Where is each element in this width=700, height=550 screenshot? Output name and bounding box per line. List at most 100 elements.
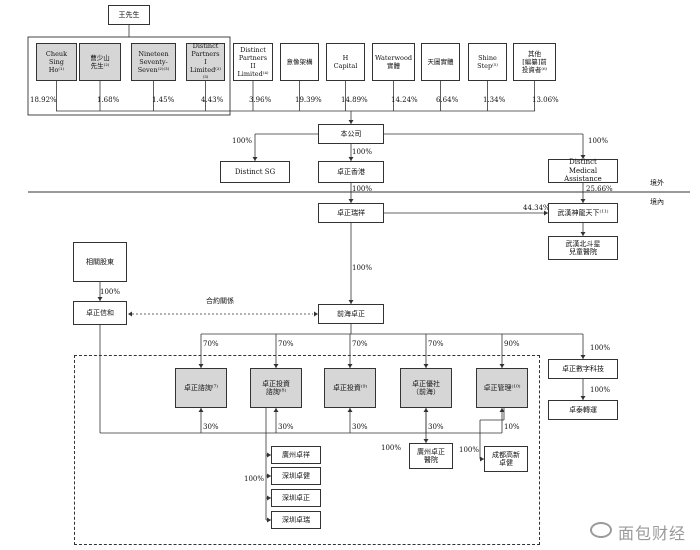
node-shareholder-other-preipo: 其他 [編纂]前 投資者⁽⁶⁾: [513, 43, 556, 81]
label-overseas: 境外: [650, 179, 664, 187]
pct-sh-h-capital: 14.89%: [341, 96, 368, 104]
pct-company-to-distinct-sg: 100%: [232, 137, 253, 145]
pct-hk-to-ruixiang: 100%: [352, 185, 373, 193]
arrowhead-32: [97, 297, 103, 301]
arrowhead-52: [198, 408, 204, 412]
arrowhead-49: [580, 396, 586, 400]
node-zhuozheng-youshe: 卓正優社 （前海）: [400, 368, 452, 408]
node-shareholder-cheuk-sing-ho: Cheuk Sing Ho⁽¹⁾: [36, 43, 77, 81]
node-shareholder-tiantu: 天圖實體: [421, 43, 460, 81]
arrowhead-26: [544, 210, 548, 216]
node-shareholder-nineteen-seventy-seven: Nineteen Seventy-Seven⁽²⁾⁽³⁾: [131, 43, 176, 81]
arrowhead-24: [580, 199, 586, 203]
weibo-logo-icon: [590, 522, 612, 538]
node-shareholder-cao-shaoshan: 曹少山 先生⁽²⁾: [79, 43, 121, 81]
pct-digital-to-zhuotai: 100%: [590, 386, 611, 394]
node-wuhan-beidou: 武漢北斗星 兒童醫院: [548, 236, 618, 260]
pct-ruixiang-to-wuhan: 44.34%: [523, 204, 550, 212]
pct-dma-to-wuhan: 25.66%: [586, 185, 613, 193]
pct-company-to-hk: 100%: [352, 148, 373, 156]
arrowhead-22: [348, 199, 354, 203]
node-zhuozheng-digital: 卓正數字科技: [548, 359, 618, 379]
node-company: 本公司: [318, 124, 384, 144]
node-related-shareholders: 相關股東: [73, 242, 127, 282]
pct-ruixiang-to-qianhai: 100%: [352, 264, 373, 272]
node-zhuozheng-management: 卓正管理⁽¹⁰⁾: [476, 368, 528, 408]
pct-company-to-dma: 100%: [588, 137, 609, 145]
arrowhead-37: [198, 364, 204, 368]
arrowhead-45: [499, 364, 505, 368]
node-wuhan-shenneng: 武漢神龍天下⁽¹¹⁾: [548, 203, 618, 223]
node-zhuozheng-investment-consulting: 卓正投資 諮詢⁽⁸⁾: [250, 368, 302, 408]
pct-qianhai-to-zhuozheng-youshe: 70%: [428, 340, 444, 348]
node-qianhai-zhuozheng: 前海卓正: [318, 304, 384, 324]
arrowhead-47: [580, 355, 586, 359]
pct-qianhai-to-digital: 100%: [590, 344, 611, 352]
node-mr-wang: 王先生: [108, 5, 150, 25]
node-zhuozheng-consulting: 卓正諮詢⁽⁷⁾: [175, 368, 227, 408]
arrowhead-15: [252, 157, 258, 161]
node-consulting-child-1: 廣州卓祥: [271, 446, 321, 464]
pct-sh-other-preipo: 13.06%: [532, 96, 559, 104]
pct-sh-cheuk-sing-ho: 18.92%: [30, 96, 57, 104]
label-contractual-relationship: 合約關係: [206, 297, 234, 305]
arrowhead-34: [314, 311, 318, 317]
node-shareholder-h-capital: H Capital: [326, 43, 365, 81]
pct-sh-waterwood: 14.24%: [391, 96, 418, 104]
arrowhead-54: [273, 408, 279, 412]
arrowhead-76: [480, 456, 484, 462]
arrowhead-65: [267, 473, 271, 479]
arrowhead-60: [499, 408, 505, 412]
node-consulting-child-3: 深圳卓正: [271, 489, 321, 507]
node-consulting-child-2: 深圳卓健: [271, 467, 321, 485]
arrowhead-20: [348, 157, 354, 161]
pct-sh-yixiang-jiagou: 19.39%: [295, 96, 322, 104]
pct-sh-nineteen-seventy-seven: 1.45%: [152, 96, 175, 104]
arrowhead-39: [273, 364, 279, 368]
arrowhead-71: [423, 439, 429, 443]
node-zhuozheng-investment: 卓正投資⁽⁹⁾: [324, 368, 376, 408]
arrowhead-33: [128, 311, 132, 317]
pct-qianhai-to-zhuozheng-investment: 70%: [352, 340, 368, 348]
node-consulting-child-4: 深圳卓瑞: [271, 511, 321, 529]
pct-sh-shine-step: 1.34%: [483, 96, 506, 104]
node-shareholder-shine-step: Shine Step⁽⁵⁾: [468, 43, 507, 81]
pct-sh-tiantu: 6.64%: [436, 96, 459, 104]
watermark-text: 面包财经: [618, 524, 687, 543]
arrowhead-41: [347, 364, 353, 368]
arrowhead-28: [580, 232, 586, 236]
arrowhead-69: [267, 517, 271, 523]
pct-xinhe-to-zhuozheng-investment-consulting: 30%: [278, 423, 294, 431]
pct-xinhe-to-zhuozheng-youshe: 30%: [428, 423, 444, 431]
onshore-group-frame: [74, 355, 540, 545]
pct-management-child: 100%: [459, 446, 480, 454]
node-zhuozheng-ruixiang: 卓正瑞祥: [318, 203, 384, 223]
node-shareholder-waterwood: Waterwood 實體: [372, 43, 415, 81]
arrowhead-to-company: [348, 120, 354, 124]
pct-related-to-xinhe: 100%: [100, 288, 121, 296]
label-domestic: 境內: [650, 198, 664, 206]
pct-youshe-child: 100%: [381, 444, 402, 452]
pct-sh-cao-shaoshan: 1.68%: [97, 96, 120, 104]
pct-qianhai-to-zhuozheng-consulting: 70%: [203, 340, 219, 348]
node-shareholder-yixiang-jiagou: 意像架構: [280, 43, 319, 81]
node-shareholder-distinct-partners-2: Distinct Partners II Limited⁽⁴⁾: [233, 43, 273, 81]
node-zhuozheng-xinhe: 卓正信和: [73, 301, 127, 325]
pct-xinhe-to-zhuozheng-consulting: 30%: [203, 423, 219, 431]
node-chengdu-gaoxin-zhuojian: 成都高新 卓健: [484, 446, 528, 472]
pct-xinhe-to-zhuozheng-management: 10%: [504, 423, 520, 431]
node-distinct-medical: Distinct Medical Assistance: [548, 158, 618, 183]
node-distinct-sg: Distinct SG: [220, 161, 290, 183]
pct-consulting-children: 100%: [244, 475, 265, 483]
pct-xinhe-to-zhuozheng-investment: 30%: [352, 423, 368, 431]
arrowhead-63: [267, 452, 271, 458]
arrowhead-67: [267, 495, 271, 501]
arrowhead-56: [347, 408, 353, 412]
node-shareholder-distinct-partners-1: Distinct Partners I Limited⁽²⁾⁽³⁾: [186, 42, 225, 82]
node-zhuotai: 卓泰轉運: [548, 400, 618, 420]
pct-sh-distinct-partners-1: 4.43%: [201, 96, 224, 104]
arrowhead-18: [580, 155, 586, 159]
pct-qianhai-to-zhuozheng-management: 90%: [504, 340, 520, 348]
